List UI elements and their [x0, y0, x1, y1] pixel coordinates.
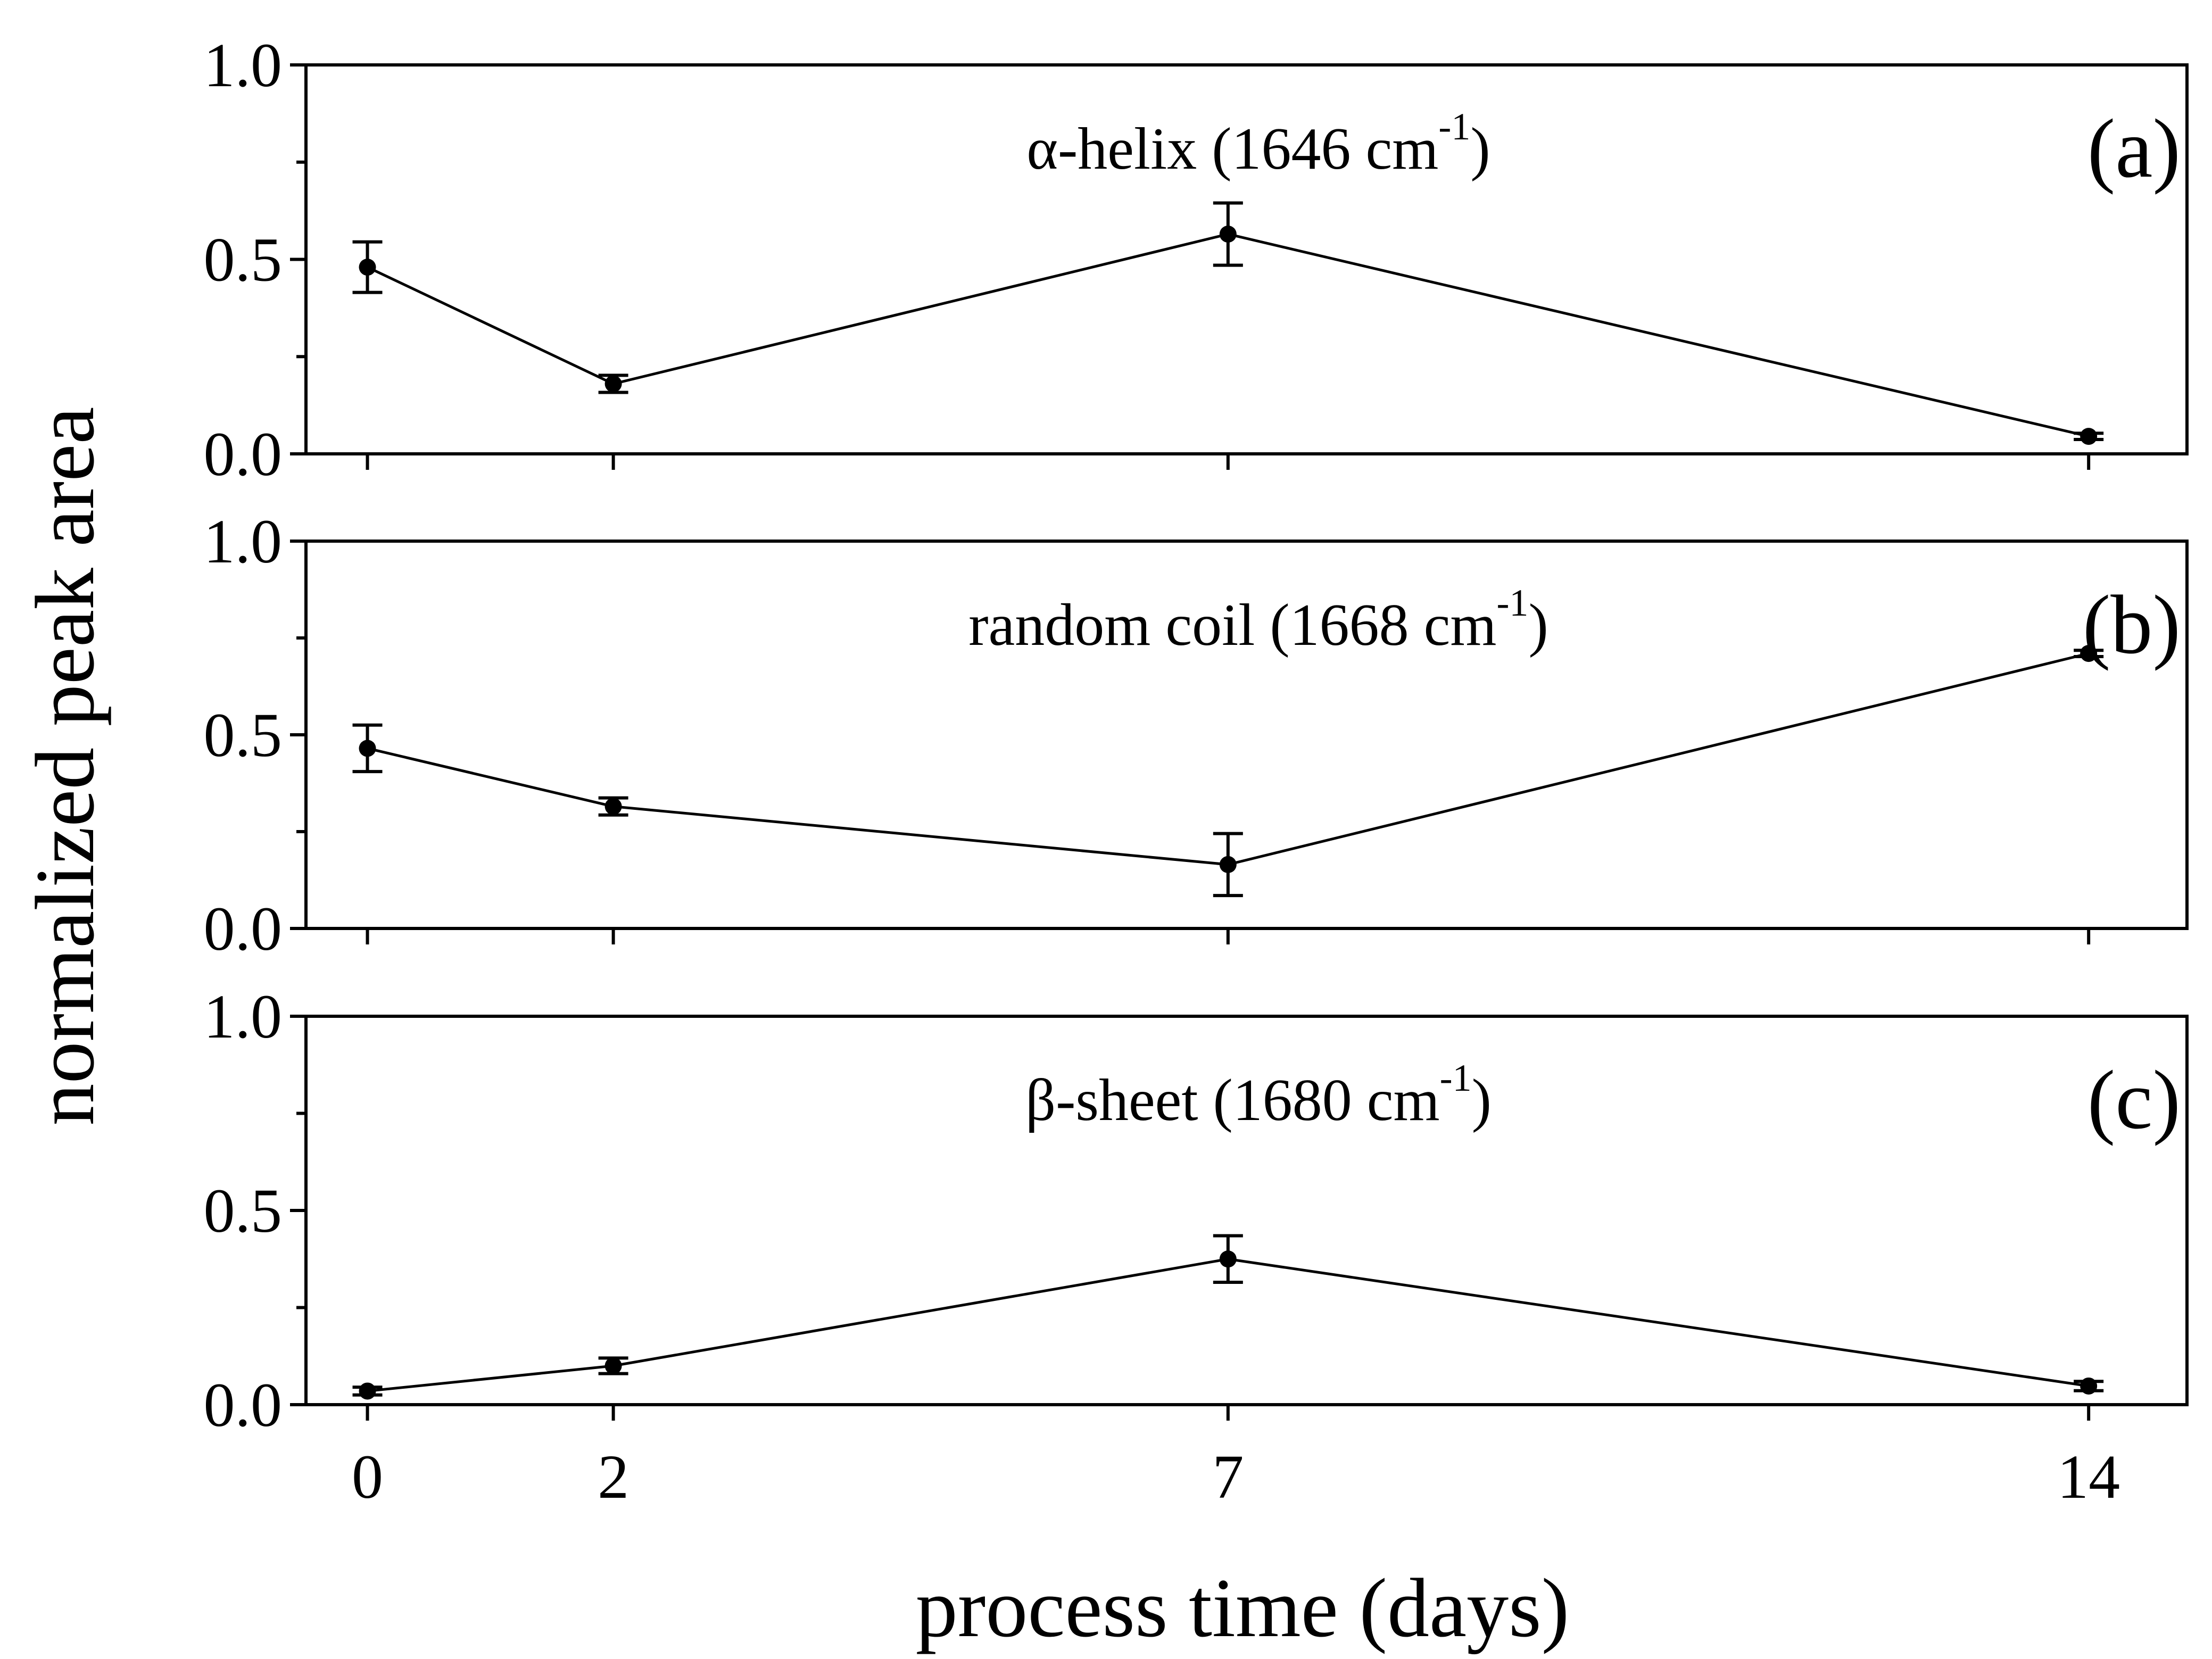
panel-2: 0.0 0.5 1.0 random coil (1668 cm-1) (b)	[204, 507, 2189, 964]
panel-title-superscript: -1	[1440, 1057, 1472, 1099]
data-point	[604, 375, 622, 393]
data-point	[2080, 428, 2098, 445]
data-point	[604, 798, 622, 815]
y-tick-label: 0.5	[204, 1176, 283, 1246]
data-point	[2080, 645, 2098, 662]
series-line	[367, 1257, 2089, 1392]
panel-title: α-helix (1646 cm-1)	[1026, 105, 1490, 182]
panel-title: random coil (1668 cm-1)	[968, 582, 1548, 658]
panel-title-main: α-helix (1646 cm	[1026, 116, 1438, 182]
x-tick-label: 2	[598, 1442, 629, 1512]
data-point	[359, 1382, 376, 1400]
panel-title-close: )	[1528, 592, 1548, 658]
y-axis-title: normalized peak area	[19, 407, 112, 1126]
y-tick-label: 0.0	[204, 419, 283, 489]
panel-letter: (b)	[2083, 578, 2181, 671]
data-point	[359, 740, 376, 757]
panel-title-main: β-sheet (1680 cm	[1025, 1067, 1440, 1133]
data-point	[359, 259, 376, 276]
panel-letter: (a)	[2087, 102, 2181, 195]
panel-title-superscript: -1	[1496, 582, 1528, 624]
series-line	[367, 652, 2089, 866]
data-point	[604, 1357, 622, 1374]
x-tick-label: 0	[352, 1442, 383, 1512]
data-point	[2080, 1377, 2098, 1395]
panel-letter: (c)	[2087, 1054, 2181, 1147]
x-axis-title: process time (days)	[916, 1562, 1570, 1655]
data-point	[1219, 1250, 1237, 1268]
series-line	[367, 233, 2089, 438]
panel-title-close: )	[1472, 1067, 1492, 1133]
y-tick-label: 0.0	[204, 894, 283, 964]
y-tick-label: 1.0	[204, 982, 283, 1051]
panel-title-superscript: -1	[1438, 105, 1470, 148]
y-tick-label: 1.0	[204, 507, 283, 576]
data-point	[1219, 225, 1237, 243]
data-point	[1219, 856, 1237, 873]
x-tick-label: 14	[2057, 1442, 2120, 1512]
panel-1: 0.0 0.5 1.0 α-helix (1646 cm-1) (a)	[204, 30, 2189, 489]
y-tick-label: 0.5	[204, 700, 283, 770]
y-tick-label: 0.0	[204, 1370, 283, 1440]
x-tick-label: 7	[1212, 1442, 1244, 1512]
panel-title: β-sheet (1680 cm-1)	[1025, 1057, 1492, 1133]
y-tick-label: 0.5	[204, 225, 283, 295]
panel-title-main: random coil (1668 cm	[968, 592, 1496, 658]
panels: 0.00.51.0α-helix (1646 cm-1)(a)0.00.51.0…	[204, 30, 2189, 1440]
panel-3: 0.0 0.5 1.0 β-sheet (1680 cm-1) (c)	[204, 982, 2189, 1440]
y-tick-label: 1.0	[204, 30, 283, 100]
x-tick-labels: 0 2 7 14	[352, 1442, 2120, 1512]
panel-title-close: )	[1470, 116, 1490, 182]
